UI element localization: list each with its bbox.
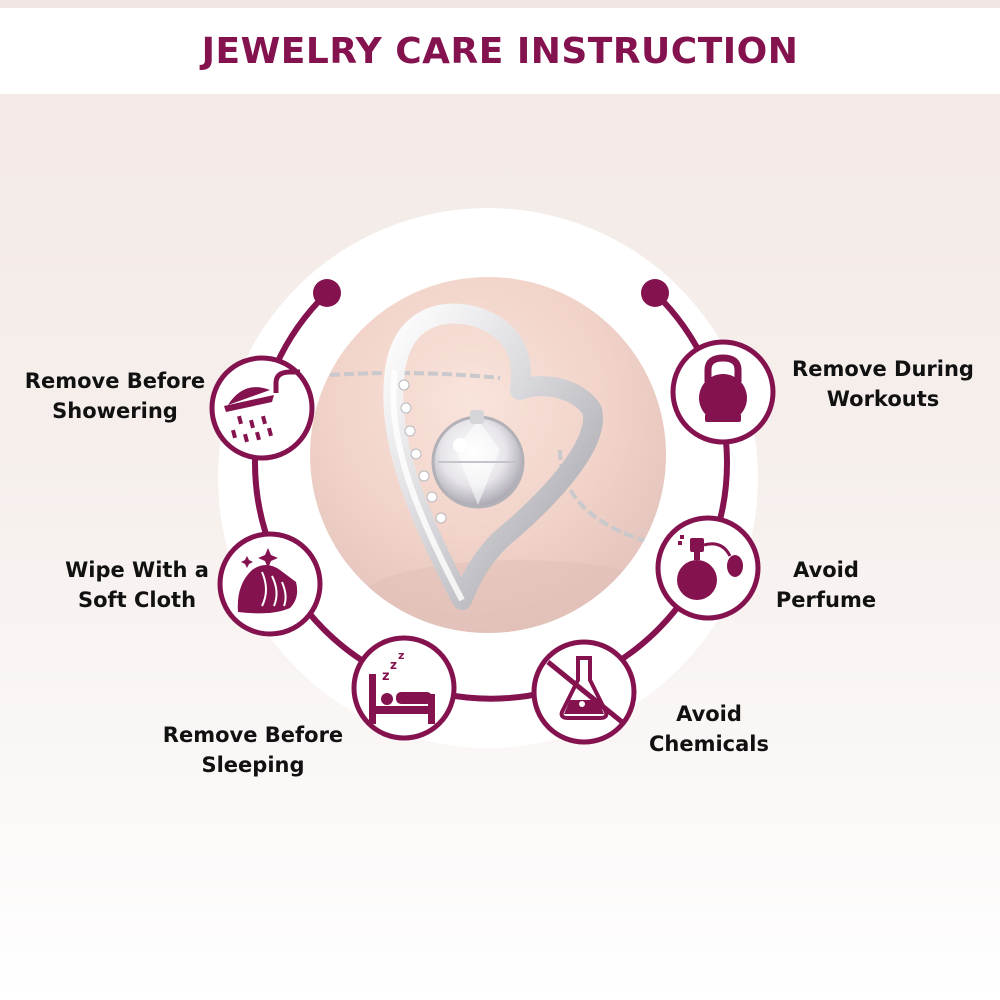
label-chemicals: Avoid Chemicals (648, 702, 769, 756)
cloth-hand-icon (237, 548, 298, 614)
perfume-badge (655, 515, 761, 621)
label-perfume: Avoid Perfume (775, 558, 877, 612)
sleep-z-1: z (382, 669, 390, 684)
ring-end-right (641, 279, 669, 307)
sleeping-bed-icon: z z z (369, 649, 435, 724)
shower-icon (224, 369, 300, 443)
label-soft-cloth: Wipe With a Soft Cloth (65, 558, 209, 612)
header-bar: JEWELRY CARE INSTRUCTION (0, 8, 1000, 94)
label-showering: Remove Before Showering (24, 369, 206, 423)
label-sleeping: Remove Before Sleeping (162, 723, 344, 777)
kettlebell-icon (699, 354, 747, 422)
shower-badge (209, 355, 315, 461)
cloth-badge (217, 531, 323, 637)
top-strip (0, 0, 1000, 8)
product-photo (310, 277, 666, 633)
ring-end-left (313, 279, 341, 307)
chemicals-badge (531, 639, 637, 745)
sleep-z-3: z (398, 649, 404, 662)
page-title: JEWELRY CARE INSTRUCTION (201, 30, 799, 72)
perfume-icon (677, 535, 743, 600)
sleep-z-2: z (390, 658, 397, 672)
kettlebell-badge (670, 339, 776, 445)
no-chemicals-icon (546, 656, 624, 724)
label-workouts: Remove During Workouts (792, 357, 974, 411)
sleep-badge: z z z (351, 635, 457, 741)
